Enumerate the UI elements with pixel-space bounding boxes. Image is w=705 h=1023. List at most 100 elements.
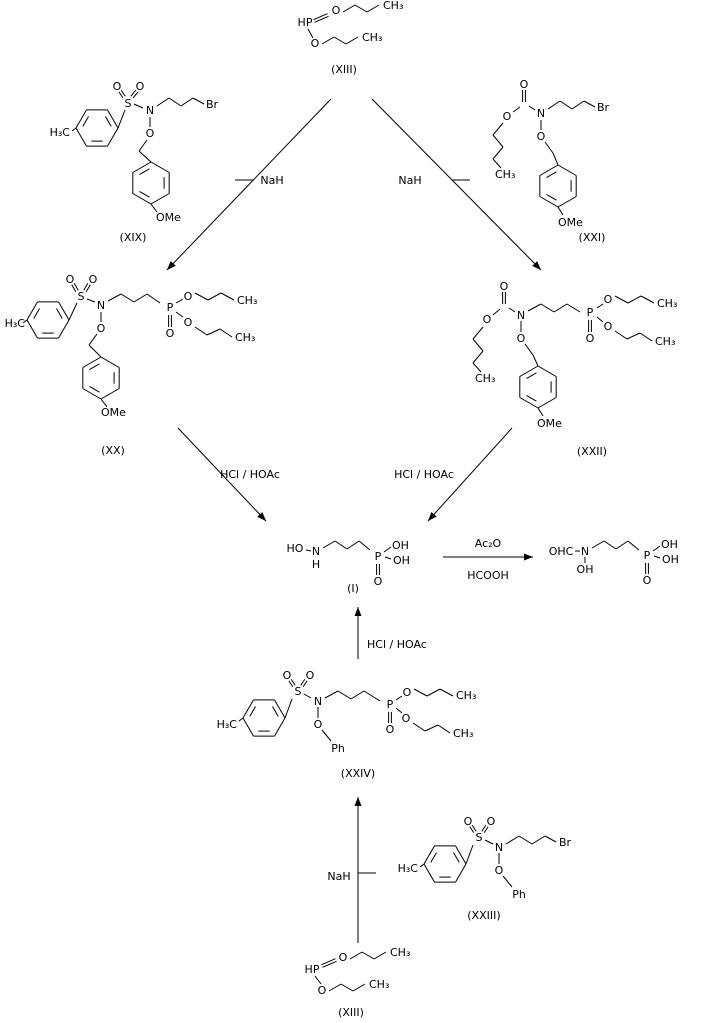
atom-ch3: CH₃ (390, 946, 410, 959)
atom-o: O (318, 984, 327, 997)
atom-o: O (604, 293, 613, 306)
atom-n: N (537, 107, 545, 120)
atom-n: N (517, 309, 525, 322)
atom-ome: OMe (558, 216, 583, 229)
atom-oh: OH (392, 539, 409, 552)
atom-ch3: CH₃ (235, 331, 255, 344)
atom-ch3: CH₃ (453, 727, 473, 740)
atom-br: Br (597, 101, 610, 114)
atom-o: O (332, 4, 341, 17)
atom-ch3: CH₃ (362, 31, 382, 44)
atom-o: O (66, 273, 75, 286)
atom-n: N (314, 695, 322, 708)
caption-xiii-bottom: (XIII) (338, 1006, 364, 1019)
atom-h: H (312, 558, 320, 571)
atom-h3c: H₃C (50, 126, 71, 139)
atom-ch3: CH₃ (237, 294, 257, 307)
atom-s: S (476, 831, 483, 844)
atom-o: O (306, 669, 315, 682)
atom-br: Br (206, 98, 219, 111)
arrow-xiii-to-xxiv (354, 797, 362, 943)
atom-o: O (184, 316, 193, 329)
atom-p: P (375, 550, 382, 563)
atom-o: O (604, 320, 613, 333)
atom-o: O (339, 951, 348, 964)
atom-ch3: CH₃ (383, 0, 403, 12)
atom-o: O (517, 332, 526, 345)
atom-ch3: CH₃ (657, 297, 677, 310)
arrow-xxiv-to-i (354, 607, 362, 659)
caption-xix: (XIX) (120, 231, 147, 244)
atom-o: O (483, 313, 492, 326)
atom-o: O (402, 712, 411, 725)
atom-o: O (643, 574, 652, 587)
arrow-xxii-to-i (427, 427, 513, 522)
atom-oh: OH (662, 553, 679, 566)
atom-s: S (125, 97, 132, 110)
atom-hp: HP (305, 963, 320, 976)
atom-o: O (184, 290, 193, 303)
arrow-i-to-product (443, 553, 533, 561)
atom-o: O (503, 110, 512, 123)
atom-hp: HP (298, 16, 313, 29)
atom-o: O (314, 718, 323, 731)
atom-n: N (312, 545, 320, 558)
atom-o: O (386, 723, 395, 736)
atom-oh: OH (577, 563, 594, 576)
caption-xxii: (XXII) (577, 445, 607, 458)
atom-p: P (167, 301, 174, 314)
atom-ome: OMe (101, 406, 126, 419)
atom-o: O (136, 80, 145, 93)
atom-o: O (283, 669, 292, 682)
atom-ph: Ph (512, 888, 526, 901)
atom-ch3: CH₃ (495, 168, 515, 181)
label-nah-right: NaH (398, 174, 421, 187)
caption-i: (I) (347, 582, 359, 595)
atom-o: O (464, 815, 473, 828)
atom-n: N (97, 299, 105, 312)
label-hcl-hoac-right: HCl / HOAc (394, 468, 454, 481)
atom-br: Br (559, 836, 572, 849)
atom-ch3: CH₃ (456, 689, 476, 702)
atom-n: N (495, 841, 503, 854)
atom-o: O (374, 575, 383, 588)
atom-o: O (146, 127, 155, 140)
caption-xxi: (XXI) (579, 231, 606, 244)
atom-n: N (581, 545, 589, 558)
caption-xxiv: (XXIV) (341, 767, 375, 780)
caption-xx: (XX) (101, 444, 125, 457)
atom-o: O (166, 327, 175, 340)
label-ac2o: Ac₂O (475, 537, 502, 550)
atom-ph: Ph (331, 742, 345, 755)
atom-s: S (295, 685, 302, 698)
atom-s: S (78, 290, 85, 303)
atom-p: P (587, 306, 594, 319)
atom-n: N (146, 104, 154, 117)
atom-o: O (113, 80, 122, 93)
atom-ome: OMe (537, 417, 562, 430)
caption-xxiii: (XXIII) (467, 909, 500, 922)
atom-o: O (586, 332, 595, 345)
label-hcl-hoac-left: HCl / HOAc (220, 468, 280, 481)
label-hcl-hoac-bottom: HCl / HOAc (367, 638, 427, 651)
atom-oh: OH (661, 538, 678, 551)
label-nah-bottom: NaH (327, 870, 350, 883)
atom-h3c: H₃C (5, 317, 26, 330)
atom-o: O (487, 815, 496, 828)
atom-o: O (97, 322, 106, 335)
atom-ome: OMe (156, 211, 181, 224)
caption-xiii-top: (XIII) (331, 63, 357, 76)
atom-o: O (537, 130, 546, 143)
